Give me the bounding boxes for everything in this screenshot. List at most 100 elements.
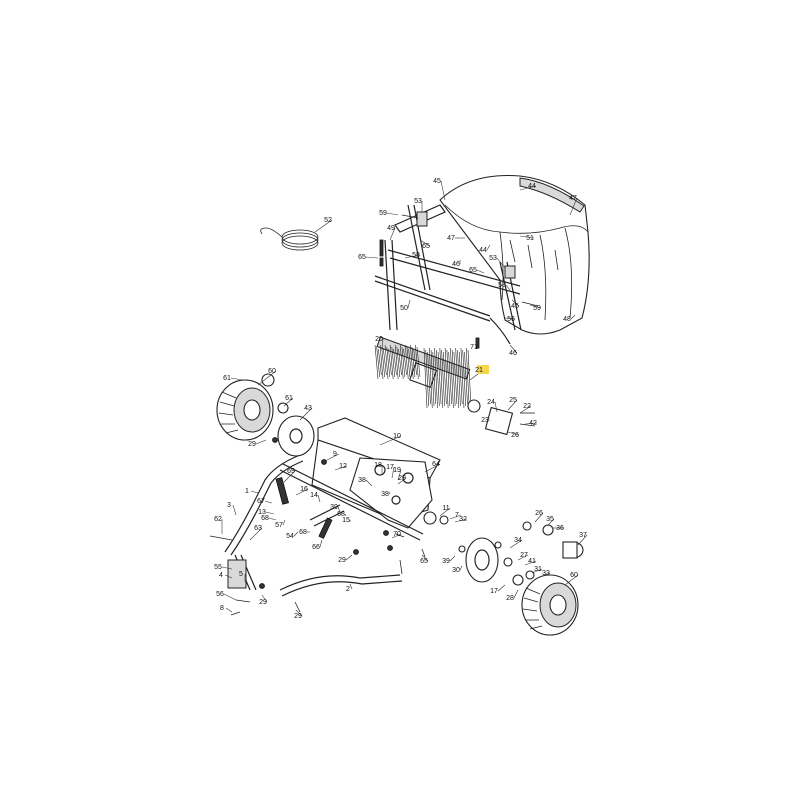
leader-line (494, 401, 498, 413)
hub-cap-left (277, 415, 315, 457)
part-callout-16: 16 (300, 486, 308, 493)
part-callout-48: 48 (563, 316, 571, 323)
leader-line (345, 554, 353, 561)
leader-line (459, 565, 463, 571)
part-callout-52: 52 (324, 217, 332, 224)
part-callout-47: 47 (569, 195, 577, 202)
part-callout-44: 44 (528, 183, 536, 190)
brush-bristle (467, 349, 472, 407)
brush-bristle (401, 346, 406, 378)
part-callout-17: 17 (386, 464, 394, 471)
part-callout-3: 3 (227, 502, 231, 509)
leader-line (319, 539, 323, 548)
leader-line (547, 518, 555, 526)
brush-bristle (434, 347, 438, 409)
part-callout-41: 41 (528, 558, 536, 565)
leader-line (529, 304, 542, 309)
brush-bristle (457, 349, 461, 407)
part-callout-34: 34 (514, 537, 522, 544)
brush-bristle (464, 351, 468, 405)
part-callout-25: 25 (509, 397, 517, 404)
leader-line (225, 607, 233, 613)
leader-line (513, 589, 519, 599)
leader-line (509, 539, 523, 549)
leader-line (504, 317, 516, 320)
part-callout-11: 11 (442, 505, 449, 512)
part-callout-22: 22 (523, 403, 531, 410)
part-callout-60: 60 (268, 368, 276, 375)
part-callout-29: 29 (398, 475, 406, 482)
collection-bag (439, 174, 590, 335)
brush-bristle (386, 346, 391, 378)
leader-line (265, 511, 275, 515)
brush-bristle (428, 347, 433, 409)
spring-part (260, 227, 319, 251)
leader-line (404, 254, 421, 259)
brush-bristle (446, 349, 451, 407)
part-callout-46: 46 (452, 261, 460, 268)
part-callout-29: 29 (259, 599, 267, 606)
part-callout-38: 38 (381, 491, 389, 498)
leader-line (230, 377, 243, 381)
part-callout-21: 21 (475, 367, 483, 374)
part-callout-68: 68 (337, 511, 345, 518)
part-callout-67: 67 (257, 498, 265, 505)
leader-line (365, 256, 379, 259)
part-callout-49: 49 (387, 225, 395, 232)
leader-line (424, 463, 441, 473)
leader-line (250, 490, 259, 494)
leader-line (224, 574, 233, 579)
part-callout-59: 59 (533, 305, 541, 312)
leader-line (449, 555, 456, 562)
part-callout-58: 58 (412, 252, 420, 259)
leader-line (257, 370, 277, 386)
leader-line (449, 514, 462, 520)
part-callout-56: 56 (216, 591, 224, 598)
part-callout-65: 65 (420, 558, 428, 565)
part-callout-1: 1 (245, 488, 249, 495)
leader-line (223, 593, 237, 601)
part-callout-60: 60 (570, 572, 578, 579)
brush-bristle (465, 347, 470, 409)
leader-line (293, 531, 299, 537)
leader-line (249, 527, 263, 541)
part-callout-7: 7 (455, 512, 459, 519)
leader-line (337, 506, 341, 513)
wheel-left (216, 379, 274, 441)
brush-bristle (441, 349, 445, 407)
leader-line (570, 314, 576, 320)
part-callout-5: 5 (239, 571, 243, 578)
part-callout-68: 68 (299, 529, 307, 536)
part-callout-56: 56 (507, 316, 515, 323)
brush-bristle (444, 347, 449, 409)
part-callout-26: 26 (535, 510, 543, 517)
part-callout-29: 29 (248, 441, 256, 448)
brush-bristle (451, 349, 456, 407)
part-callout-17: 17 (490, 588, 498, 595)
part-callout-18: 18 (374, 462, 382, 469)
brush-bristle (415, 344, 419, 380)
part-callout-24: 24 (487, 399, 495, 406)
brush-bristle (437, 351, 442, 405)
part-callout-45: 45 (433, 178, 441, 185)
part-callout-9: 9 (333, 451, 337, 458)
brush-bristle (383, 348, 387, 376)
part-callout-57: 57 (275, 522, 283, 529)
brush-bristle (432, 351, 437, 405)
leader-line (283, 397, 294, 407)
part-callout-69: 69 (287, 468, 295, 475)
part-callout-68: 68 (261, 515, 269, 522)
handle-frame (374, 204, 522, 345)
leader-line (421, 554, 429, 562)
brush-bristle (406, 346, 411, 378)
brush-bristle (384, 344, 389, 380)
brush-bristle (416, 346, 421, 378)
part-callout-45: 45 (511, 303, 519, 310)
brush-bristle (403, 348, 407, 376)
brush-bristle (374, 344, 379, 380)
part-callout-27: 27 (520, 552, 528, 559)
leader-line (397, 477, 407, 485)
part-callout-54: 54 (286, 533, 294, 540)
part-callout-44: 44 (479, 247, 487, 254)
part-callout-19: 19 (393, 467, 401, 474)
